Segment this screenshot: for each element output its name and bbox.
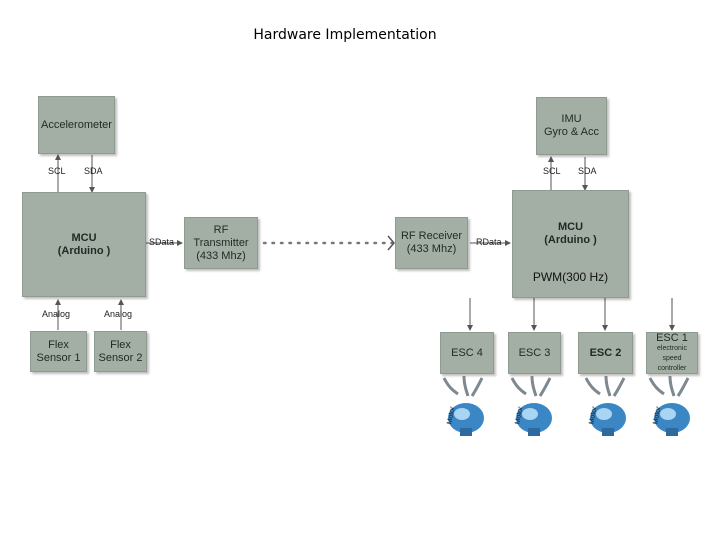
mcu-right-title: MCU	[557, 221, 584, 233]
mcu-right-block: MCU (Arduino ) PWM(300 Hz)	[512, 190, 629, 298]
esc-4-label: ESC 4	[451, 346, 483, 359]
mcu-left-title: MCU	[71, 231, 97, 244]
flex-sensor-1-line2: Sensor 1	[36, 351, 81, 364]
motor-1-image: Motor	[648, 376, 690, 436]
esc-1-title: ESC 1	[656, 332, 688, 344]
esc-2-block: ESC 2	[578, 332, 633, 374]
motor-2-label: Motor	[588, 405, 598, 424]
scl-label-left: SCL	[48, 166, 66, 176]
rf-transmitter-line3: (433 Mhz)	[196, 249, 246, 262]
mcu-left-block: MCU (Arduino )	[22, 192, 146, 297]
accelerometer-block: Accelerometer	[38, 96, 115, 154]
rf-receiver-block: RF Receiver (433 Mhz)	[395, 217, 468, 269]
sda-label-right: SDA	[578, 166, 597, 176]
rf-link-arrowhead	[387, 235, 395, 251]
accelerometer-label: Accelerometer	[41, 118, 112, 131]
rf-receiver-line1: RF Receiver	[400, 230, 463, 242]
rf-transmitter-block: RF Transmitter (433 Mhz)	[184, 217, 258, 269]
rf-receiver-line2: (433 Mhz)	[406, 243, 457, 255]
motor-3-image: Motor	[510, 376, 552, 436]
rdata-label: RData	[476, 237, 502, 247]
sdata-label: SData	[149, 237, 175, 247]
esc-1-desc-line2: speed	[662, 355, 682, 362]
mcu-left-subtitle: (Arduino )	[57, 244, 111, 257]
esc-1-block: ESC 1 electronic speed controller	[646, 332, 698, 374]
esc-3-block: ESC 3	[508, 332, 561, 374]
sda-label-left: SDA	[84, 166, 103, 176]
motor-2-image: Motor	[584, 376, 626, 436]
scl-label-right: SCL	[543, 166, 561, 176]
esc-2-label: ESC 2	[589, 346, 622, 359]
motor-1-label: Motor	[652, 405, 662, 424]
analog-label-1: Analog	[42, 309, 71, 319]
motor-4-label: Motor	[446, 405, 456, 424]
mcu-right-subtitle: (Arduino )	[544, 234, 597, 246]
imu-subtitle: Gyro & Acc	[543, 126, 600, 138]
imu-title: IMU	[561, 113, 582, 125]
flex-sensor-2-line1: Flex	[110, 338, 131, 351]
flex-sensor-1-block: Flex Sensor 1	[30, 331, 87, 372]
motor-4-image: Motor	[442, 376, 484, 436]
flex-sensor-2-block: Flex Sensor 2	[94, 331, 147, 372]
esc-1-desc-line1: electronic	[657, 345, 687, 352]
rf-transmitter-line2: Transmitter	[193, 236, 249, 249]
esc-1-desc-line3: controller	[657, 365, 687, 372]
rf-transmitter-line1: RF	[213, 223, 229, 236]
flex-sensor-1-line1: Flex	[48, 338, 69, 351]
pwm-label: PWM(300 Hz)	[532, 270, 609, 284]
analog-label-2: Analog	[104, 309, 133, 319]
esc-3-label: ESC 3	[518, 346, 551, 359]
flex-sensor-2-line2: Sensor 2	[98, 351, 143, 364]
motor-3-label: Motor	[514, 405, 524, 424]
page-title: Hardware Implementation	[253, 27, 437, 43]
imu-block: IMU Gyro & Acc	[536, 97, 607, 155]
esc-4-block: ESC 4	[440, 332, 494, 374]
